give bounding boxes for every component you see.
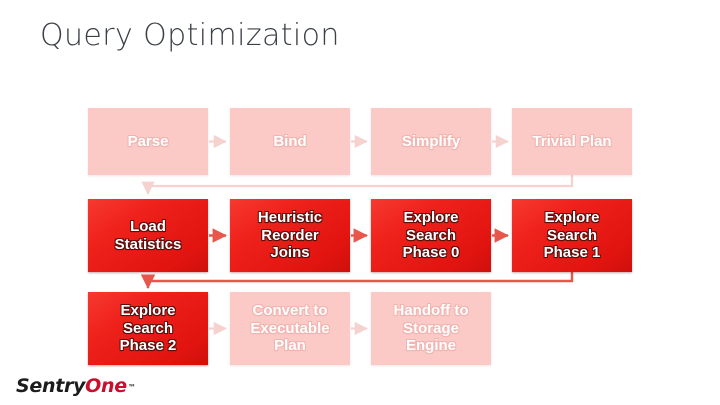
node-explore-search-phase-2[interactable]: Explore Search Phase 2 (88, 292, 208, 365)
connector-phase-1-to-phase-2 (140, 272, 574, 289)
node-bind[interactable]: Bind (230, 108, 350, 175)
node-label: Trivial Plan (532, 132, 612, 150)
node-label: Explore Search Phase 1 (543, 208, 601, 262)
node-label: Load Statistics (114, 217, 182, 253)
node-explore-search-phase-0[interactable]: Explore Search Phase 0 (371, 199, 491, 272)
node-label: Convert to Executable Plan (250, 301, 330, 355)
node-label: Simplify (401, 132, 461, 150)
node-label: Explore Search Phase 0 (402, 208, 460, 262)
node-simplify[interactable]: Simplify (371, 108, 491, 175)
connector-trivial-plan-to-load-statistics (141, 175, 574, 195)
logo-text-sentry: Sentry (16, 375, 86, 397)
node-explore-search-phase-1[interactable]: Explore Search Phase 1 (512, 199, 632, 272)
trademark-icon: ™ (127, 383, 136, 392)
page-title: Query Optimization (40, 18, 340, 53)
node-label: Explore Search Phase 2 (119, 301, 177, 355)
node-convert-to-executable-plan[interactable]: Convert to Executable Plan (230, 292, 350, 365)
node-label: Handoff to Storage Engine (393, 301, 469, 355)
node-heuristic-reorder-joins[interactable]: Heuristic Reorder Joins (230, 199, 350, 272)
logo-text-one: One (85, 375, 127, 397)
node-label: Parse (127, 132, 169, 150)
node-load-statistics[interactable]: Load Statistics (88, 199, 208, 272)
node-handoff-to-storage-engine[interactable]: Handoff to Storage Engine (371, 292, 491, 365)
node-label: Heuristic Reorder Joins (257, 208, 323, 262)
node-trivial-plan[interactable]: Trivial Plan (512, 108, 632, 175)
sentryone-logo: SentryOne™ (16, 377, 136, 396)
node-parse[interactable]: Parse (88, 108, 208, 175)
node-label: Bind (273, 132, 307, 150)
